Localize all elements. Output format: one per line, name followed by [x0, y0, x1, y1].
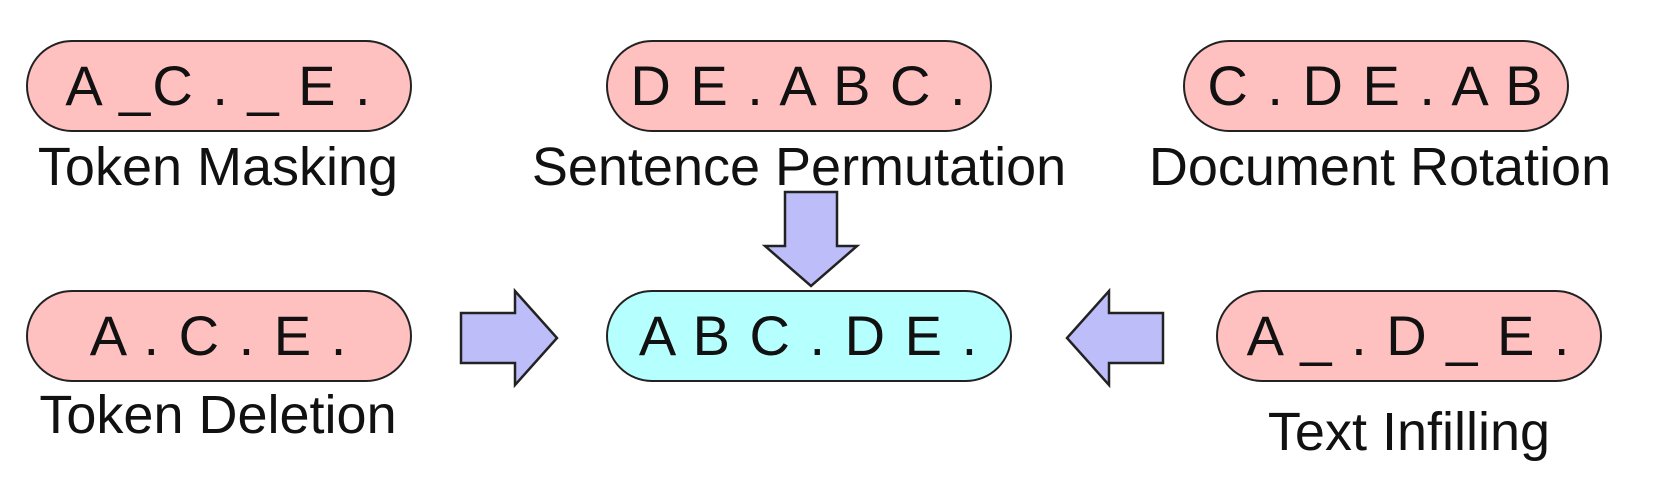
document-rotation-sequence: C . D E . A B: [1183, 40, 1569, 132]
arrow-down-shape: [761, 190, 861, 288]
token-deletion-sequence: A . C . E .: [26, 290, 412, 382]
arrow-left-icon: [1065, 287, 1165, 389]
arrow-down-icon: [761, 190, 861, 288]
token-masking-label: Token Masking: [37, 137, 399, 197]
text-infilling-sequence: A _ . D _ E .: [1216, 290, 1602, 382]
original-sequence: A B C . D E .: [606, 290, 1012, 382]
arrow-right-shape: [459, 287, 559, 389]
document-rotation-label: Document Rotation: [1148, 137, 1612, 197]
arrow-left-shape: [1065, 287, 1165, 389]
token-deletion-label: Token Deletion: [39, 385, 397, 445]
sentence-permutation-sequence: D E . A B C .: [606, 40, 992, 132]
token-masking-sequence: A _C . _ E .: [26, 40, 412, 132]
arrow-right-icon: [459, 287, 559, 389]
sentence-permutation-label: Sentence Permutation: [531, 137, 1067, 197]
text-infilling-label: Text Infilling: [1267, 402, 1551, 462]
